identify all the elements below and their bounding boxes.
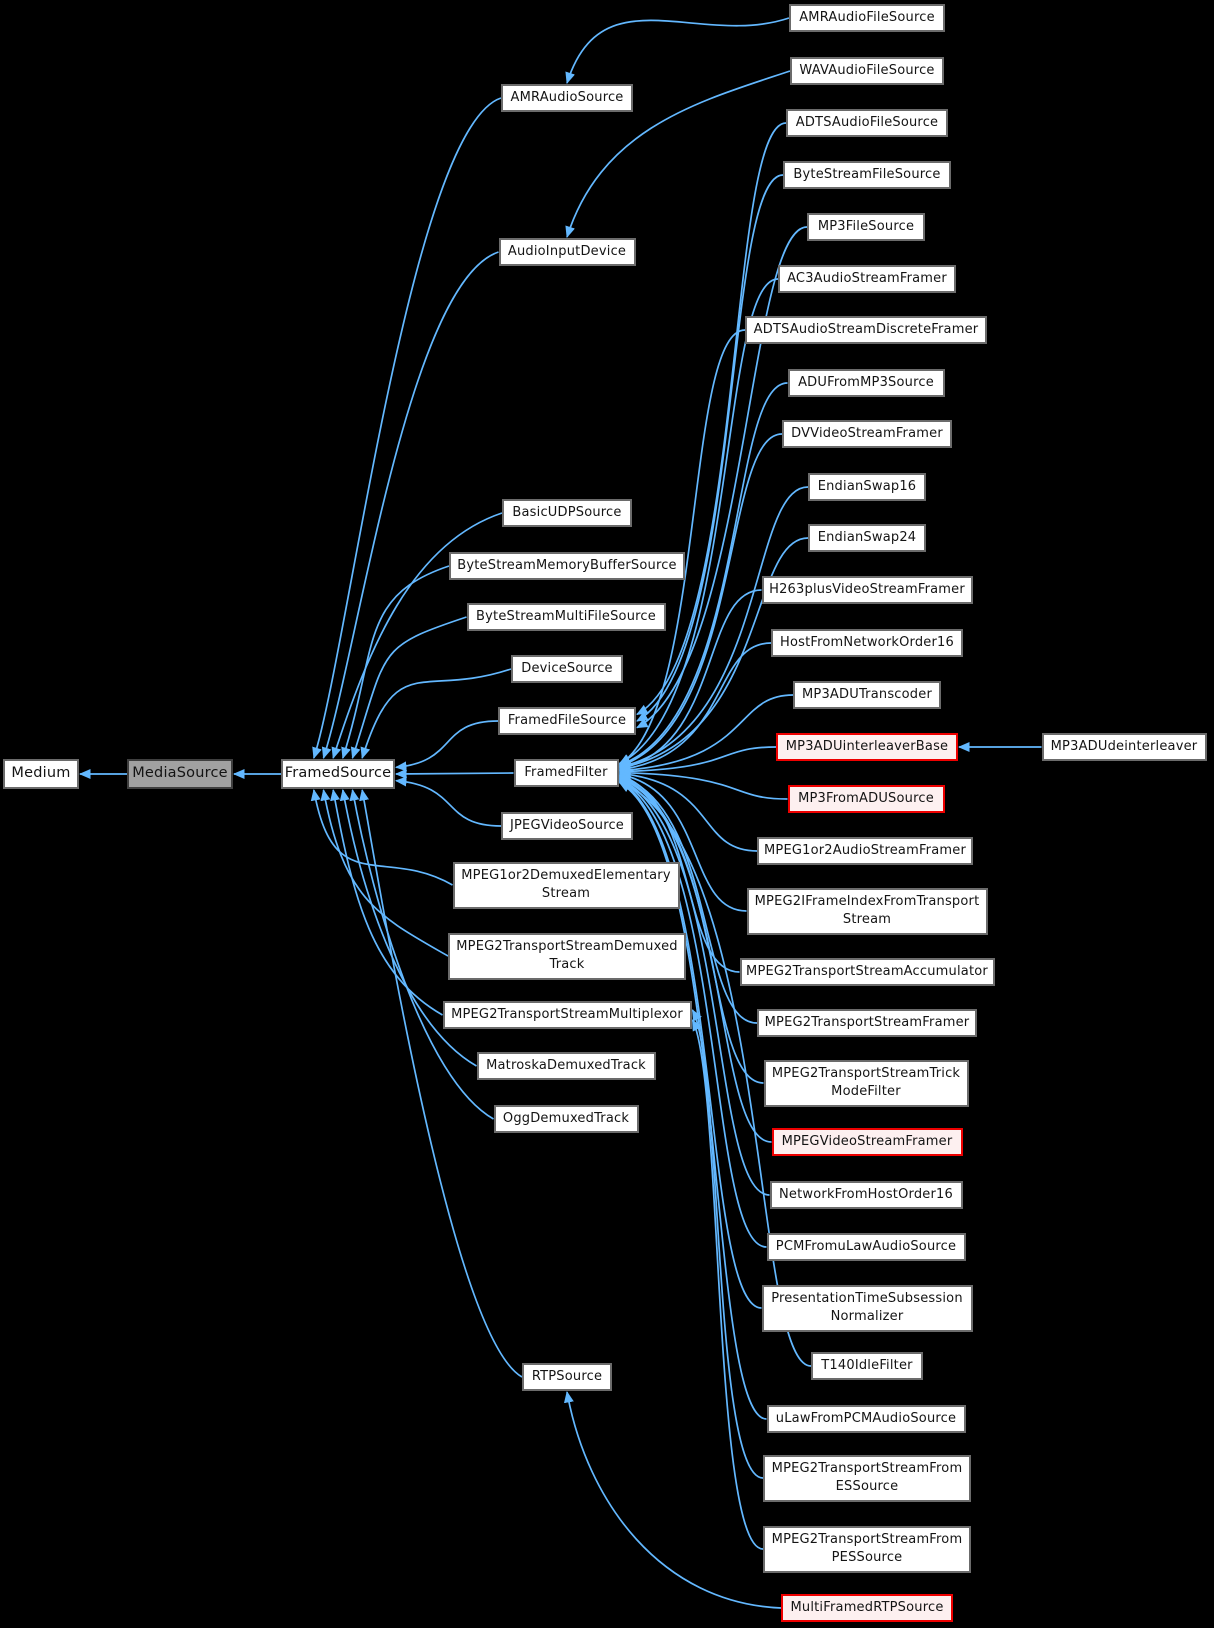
node-matroska_demuxed_track[interactable]: MatroskaDemuxedTrack [476,1052,656,1080]
node-network_from_host_order16[interactable]: NetworkFromHostOrder16 [769,1181,963,1209]
edge-m2ts_from_es_source-to-m2ts_multiplexor [691,1009,764,1479]
node-mp3_adu_transcoder[interactable]: MP3ADUTranscoder [793,681,941,709]
node-rtp_source[interactable]: RTPSource [522,1363,612,1391]
node-device_source[interactable]: DeviceSource [511,655,623,683]
edge-framed_filter-to-framed_source [395,768,514,779]
node-ogg_demuxed_track[interactable]: OggDemuxedTrack [493,1105,639,1133]
edge-rtp_source-to-framed_source [359,789,523,1378]
edge-adu_from_mp3_source-to-framed_filter [618,382,788,767]
edge-adts_audio_stream_discrete_framer-to-framed_filter [618,329,746,766]
edge-mpeg1or2_demuxed_elementary_stream-to-framed_source [310,789,453,886]
edge-multi_framed_rtp_source-to-rtp_source [563,1391,782,1609]
edge-endian_swap16-to-framed_filter [618,486,809,770]
edge-jpeg_video_source-to-framed_source [395,776,502,827]
node-media_source[interactable]: MediaSource [127,759,233,789]
node-host_from_network_order16[interactable]: HostFromNetworkOrder16 [771,629,963,657]
edge-ogg_demuxed_track-to-framed_source [349,789,494,1120]
node-presentation_time_subsession_normalizer[interactable]: PresentationTimeSubsession Normalizer [761,1284,973,1332]
node-h263plus_video_stream_framer[interactable]: H263plusVideoStreamFramer [761,576,973,604]
edge-bs_file_source-to-framed_file_source [636,174,784,722]
node-framed_file_source[interactable]: FramedFileSource [498,707,636,735]
node-m2ts_trick_mode_filter[interactable]: MPEG2TransportStreamTrick ModeFilter [763,1059,969,1107]
node-amr_audio_source[interactable]: AMRAudioSource [501,84,633,112]
edge-mp3_file_source-to-framed_file_source [636,226,808,729]
node-mpeg_video_stream_framer[interactable]: MPEGVideoStreamFramer [771,1128,963,1156]
node-medium[interactable]: Medium [3,759,79,789]
node-bs_file_source[interactable]: ByteStreamFileSource [783,161,951,189]
edge-mpeg2_iframe_index_from_ts-to-framed_filter [618,771,747,912]
edge-host_from_network_order16-to-framed_filter [618,642,772,774]
edge-amr_audio_file_source-to-amr_audio_source [565,17,790,84]
edge-m2ts_framer-to-framed_filter [618,774,758,1024]
node-mpeg1or2_demuxed_elementary_stream[interactable]: MPEG1or2DemuxedElementary Stream [452,861,680,909]
edge-m2ts_trick_mode_filter-to-framed_filter [618,775,764,1084]
node-adts_audio_stream_discrete_framer[interactable]: ADTSAudioStreamDiscreteFramer [745,316,987,344]
node-adu_from_mp3_source[interactable]: ADUFromMP3Source [787,369,945,397]
node-adts_audio_file_source[interactable]: ADTSAudioFileSource [786,109,948,137]
node-endian_swap16[interactable]: EndianSwap16 [808,473,926,501]
edge-ac3_audio_stream_framer-to-framed_filter [618,278,779,765]
edge-adts_audio_file_source-to-framed_file_source [636,122,787,716]
node-pcm_from_ulaw_audio_source[interactable]: PCMFromuLawAudioSource [766,1233,966,1261]
edge-bs_memory_buffer_source-to-framed_source [341,565,450,759]
edge-m2ts_from_pes_source-to-m2ts_multiplexor [691,1019,764,1550]
node-framed_source[interactable]: FramedSource [281,759,395,789]
node-mpeg2_iframe_index_from_ts[interactable]: MPEG2IFrameIndexFromTransport Stream [746,887,988,935]
edge-bs_multi_file_source-to-framed_source [350,616,467,759]
node-framed_filter[interactable]: FramedFilter [513,759,619,787]
edge-presentation_time_subsession_normalizer-to-framed_filter [618,779,762,1309]
node-audio_input_device[interactable]: AudioInputDevice [498,238,636,266]
node-mp3_adu_interleaver_base[interactable]: MP3ADUinterleaverBase [776,733,958,761]
edge-t140_idle_filter-to-framed_filter [618,780,812,1367]
node-endian_swap24[interactable]: EndianSwap24 [808,524,926,552]
edge-endian_swap24-to-framed_filter [618,537,809,771]
node-amr_audio_file_source[interactable]: AMRAudioFileSource [789,4,945,32]
node-mp3_file_source[interactable]: MP3FileSource [807,213,925,241]
inheritance-edges [79,17,1042,1609]
edge-m2ts_demuxed_track-to-framed_source [320,789,449,957]
node-m2ts_framer[interactable]: MPEG2TransportStreamFramer [757,1009,977,1037]
node-dv_video_stream_framer[interactable]: DVVideoStreamFramer [782,420,952,448]
node-m2ts_from_pes_source[interactable]: MPEG2TransportStreamFrom PESSource [763,1525,971,1573]
edge-pcm_from_ulaw_audio_source-to-framed_filter [618,779,767,1248]
edge-mp3_adu_interleaver_base-to-framed_filter [618,746,777,777]
node-m2ts_demuxed_track[interactable]: MPEG2TransportStreamDemuxed Track [448,932,686,980]
node-mp3_adu_deinterleaver[interactable]: MP3ADUdeinterleaver [1041,733,1207,761]
edge-dv_video_stream_framer-to-framed_filter [618,433,783,768]
edge-framed_file_source-to-framed_source [395,720,499,772]
node-ac3_audio_stream_framer[interactable]: AC3AudioStreamFramer [778,265,956,293]
edge-network_from_host_order16-to-framed_filter [618,778,770,1196]
edge-wav_audio_file_source-to-audio_input_device [565,70,791,238]
node-mpeg1or2_audio_stream_framer[interactable]: MPEG1or2AudioStreamFramer [757,837,973,865]
node-basic_udp_source[interactable]: BasicUDPSource [502,499,632,527]
edge-device_source-to-framed_source [360,668,512,759]
node-multi_framed_rtp_source[interactable]: MultiFramedRTPSource [781,1594,953,1622]
node-m2ts_multiplexor[interactable]: MPEG2TransportStreamMultiplexor [442,1001,692,1029]
edge-mp3_adu_transcoder-to-framed_filter [618,694,794,775]
edge-mpeg1or2_audio_stream_framer-to-framed_filter [618,769,758,852]
node-jpeg_video_source[interactable]: JPEGVideoSource [501,812,633,840]
edge-basic_udp_source-to-framed_source [331,512,503,759]
node-m2ts_from_es_source[interactable]: MPEG2TransportStreamFrom ESSource [763,1454,971,1502]
node-ulaw_from_pcm_audio_source[interactable]: uLawFromPCMAudioSource [766,1405,966,1433]
edge-h263plus_video_stream_framer-to-framed_filter [618,589,762,772]
node-wav_audio_file_source[interactable]: WAVAudioFileSource [790,57,944,85]
edge-audio_input_device-to-framed_source [321,251,499,759]
node-t140_idle_filter[interactable]: T140IdleFilter [811,1352,923,1380]
node-mp3_from_adu_source[interactable]: MP3FromADUSource [787,785,945,813]
node-m2ts_accumulator[interactable]: MPEG2TransportStreamAccumulator [739,958,995,986]
edge-mp3_from_adu_source-to-framed_filter [618,767,788,800]
edge-m2ts_multiplexor-to-framed_source [330,789,443,1016]
edge-amr_audio_source-to-framed_source [312,97,502,759]
node-bs_multi_file_source[interactable]: ByteStreamMultiFileSource [466,603,666,631]
node-bs_memory_buffer_source[interactable]: ByteStreamMemoryBufferSource [449,552,685,580]
